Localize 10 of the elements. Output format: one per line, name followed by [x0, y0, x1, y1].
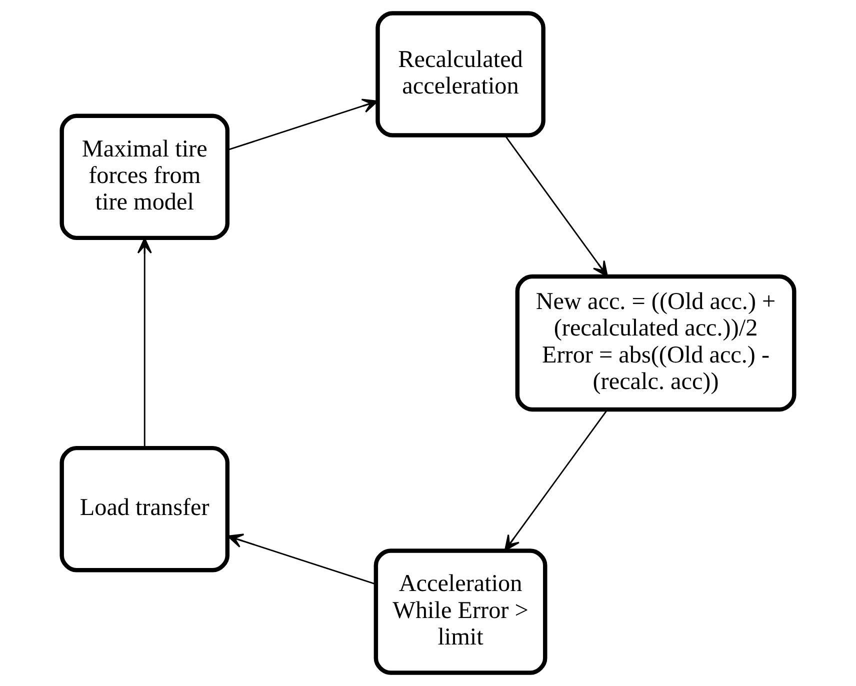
arrow	[504, 135, 608, 278]
arrow	[504, 409, 608, 552]
node-box: Load transfer	[60, 446, 230, 572]
node-box: New acc. = ((Old acc.) + (recalculated acc.))/2 Error = abs((Old acc.) - (recalc. acc))	[515, 274, 796, 412]
node-box: Acceleration While Error > limit	[374, 548, 548, 675]
node-box: Recalculated acceleration	[376, 11, 546, 138]
arrow	[227, 98, 378, 151]
arrow	[137, 238, 152, 448]
arrow	[227, 534, 376, 585]
node-box: Maximal tire forces from tire model	[60, 114, 230, 240]
